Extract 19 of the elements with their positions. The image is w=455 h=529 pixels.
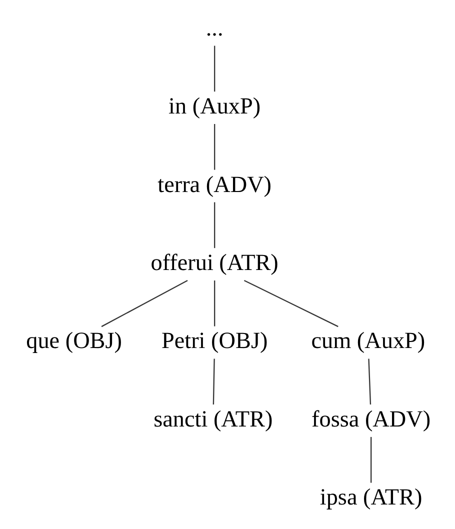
node-text: sancti (ATR) <box>153 406 272 432</box>
node-text: que (OBJ) <box>26 328 122 354</box>
connector <box>214 202 215 248</box>
connector <box>368 358 371 405</box>
connector <box>214 124 215 170</box>
connector <box>214 46 215 92</box>
node-text: ... <box>205 15 223 42</box>
connector <box>370 436 372 483</box>
connector <box>100 280 188 328</box>
node-text: offerui (ATR) <box>150 250 278 276</box>
connector <box>243 280 338 328</box>
node-text: terra (ADV) <box>157 172 272 198</box>
node-text: Petri (OBJ) <box>160 328 268 354</box>
node-text: ipsa (ATR) <box>319 484 422 511</box>
node-text: fossa (ADV) <box>311 406 430 432</box>
connector <box>212 358 214 405</box>
connector <box>214 280 215 326</box>
node-text: cum (AuxP) <box>310 328 425 354</box>
node-text: in (AuxP) <box>168 94 260 120</box>
